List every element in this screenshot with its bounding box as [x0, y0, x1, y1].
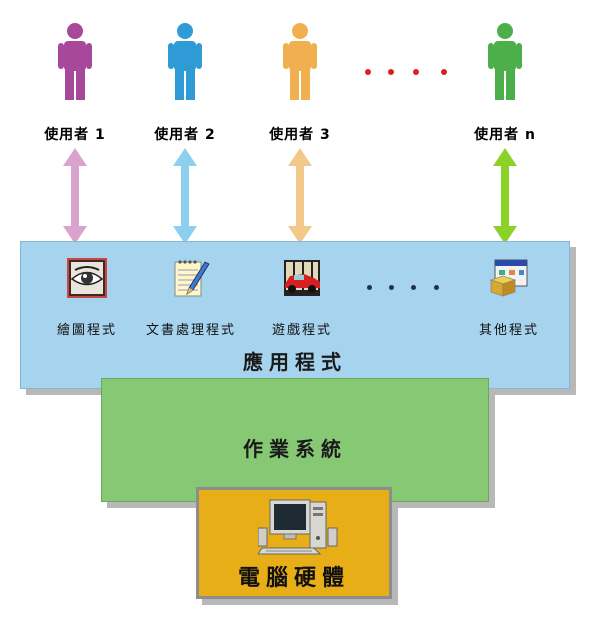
race-car-icon	[284, 260, 320, 296]
user-label: 使用者 n	[474, 127, 536, 143]
double-arrow-icon	[288, 148, 312, 244]
app-label: 其他程式	[478, 323, 539, 338]
double-arrow-icon	[493, 148, 517, 244]
app-label: 繪圖程式	[56, 323, 117, 338]
applications-layer-title: 應用程式	[243, 350, 347, 374]
app-label: 文書處理程式	[145, 323, 236, 338]
notepad-pen-icon	[174, 260, 210, 297]
os-layer	[101, 378, 489, 502]
window-dialog-icon	[489, 259, 528, 297]
user-label: 使用者 3	[269, 127, 331, 143]
user-figure-icon	[58, 23, 92, 100]
user-label: 使用者 2	[154, 127, 216, 143]
desktop-computer-icon	[258, 499, 338, 555]
user-label: 使用者 1	[44, 127, 106, 143]
app-label: 遊戲程式	[271, 323, 332, 338]
user-figure-icon	[488, 23, 522, 100]
eye-paint-icon	[67, 258, 107, 298]
user-figure-icon	[283, 23, 317, 100]
os-layer-title: 作業系統	[243, 437, 347, 461]
double-arrow-icon	[63, 148, 87, 244]
hardware-layer-title: 電腦硬體	[237, 566, 350, 591]
user-figure-icon	[168, 23, 202, 100]
double-arrow-icon	[173, 148, 197, 244]
